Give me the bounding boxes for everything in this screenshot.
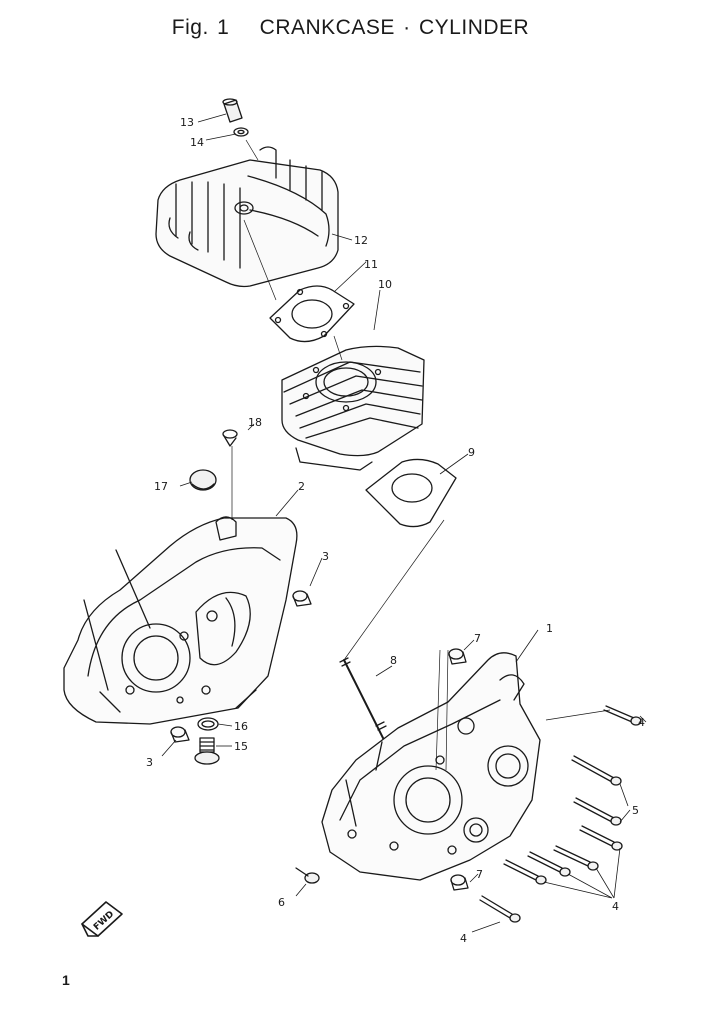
page-number: 1 (62, 972, 70, 988)
part-16-o-ring (197, 717, 219, 731)
callout-3b: 3 (146, 756, 153, 769)
callout-3a: 3 (322, 550, 329, 563)
callout-13: 13 (180, 116, 194, 129)
part-15-drain-plug (194, 737, 220, 765)
part-12-cylinder-head (155, 146, 339, 288)
callout-6: 6 (278, 896, 285, 909)
part-3-dowel-pin-bottom (170, 726, 190, 743)
figure-title: CRANKCASE · CYLINDER (259, 16, 530, 39)
part-14-washer (233, 127, 249, 137)
part-9-base-gasket (365, 458, 457, 528)
fwd-arrow-icon (81, 901, 123, 937)
callout-12: 12 (354, 234, 368, 247)
part-11-head-gasket (269, 285, 355, 343)
part-4-bolts (479, 705, 642, 923)
callout-9: 9 (468, 446, 475, 459)
part-7-dowel-pin-top (448, 648, 467, 665)
part-17-plug-cap (189, 469, 217, 491)
callout-4b: 4 (612, 900, 619, 913)
callout-16: 16 (234, 720, 248, 733)
part-1-right-crankcase (321, 652, 541, 881)
callout-17: 17 (154, 480, 168, 493)
callout-7b: 7 (476, 868, 483, 881)
callout-2: 2 (298, 480, 305, 493)
callout-18: 18 (248, 416, 262, 429)
callout-10: 10 (378, 278, 392, 291)
part-10-cylinder (281, 345, 425, 471)
callout-4c: 4 (460, 932, 467, 945)
figure-number: Fig. 1 (171, 16, 230, 39)
callout-1: 1 (546, 622, 553, 635)
callout-4a: 4 (638, 716, 645, 729)
part-8-stud-bolt (339, 657, 387, 741)
callout-8: 8 (390, 654, 397, 667)
callout-labels: 1 2 3 3 4 4 4 5 6 7 7 8 9 10 11 12 13 14… (92, 116, 645, 945)
part-18-bolt (222, 429, 238, 447)
part-6-bolt (295, 867, 320, 884)
part-13-cap-nut (222, 98, 243, 123)
part-7-dowel-pin-bottom (450, 874, 469, 891)
page-title: Fig. 1 CRANKCASE · CYLINDER (0, 16, 701, 40)
callout-11: 11 (364, 258, 378, 271)
part-2-left-crankcase (63, 516, 298, 725)
fwd-label: FWD (92, 909, 116, 932)
part-5-bolts (571, 755, 622, 826)
part-3-dowel-pin-top (292, 590, 312, 607)
callout-5: 5 (632, 804, 639, 817)
callout-7a: 7 (474, 632, 481, 645)
callout-14: 14 (190, 136, 204, 149)
callout-15: 15 (234, 740, 248, 753)
